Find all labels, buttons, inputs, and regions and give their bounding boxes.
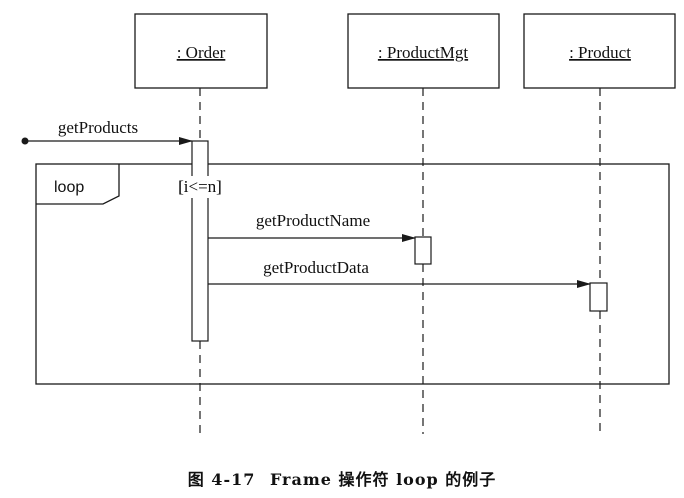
lifeline-product: : Product — [523, 13, 676, 434]
activation-bar-order — [191, 140, 209, 342]
message-label-getProductData: getProductData — [263, 258, 369, 277]
lifeline-head-product — [523, 13, 676, 89]
figure-number: 图 4-17 — [187, 470, 256, 489]
loop-operator-tab — [36, 164, 120, 205]
lifeline-productmgt: : ProductMgt — [347, 13, 500, 434]
guard-text-background — [186, 176, 214, 198]
loop-operator-label: loop — [54, 179, 84, 196]
activation-bar-productmgt — [414, 236, 432, 265]
message-getProducts: getProducts — [21, 118, 193, 145]
lifeline-order: : Order — [134, 13, 268, 434]
message-label-getProducts: getProducts — [58, 118, 138, 137]
lifeline-head-productmgt — [347, 13, 500, 89]
message-getProductData: getProductData — [208, 258, 591, 288]
lifeline-label-productmgt: : ProductMgt — [378, 43, 468, 62]
figure-caption: 图 4-17 Frame 操作符 loop 的例子 — [0, 466, 684, 490]
loop-guard-condition-overlay: [i<=n] — [178, 177, 222, 196]
figure-caption-text: Frame 操作符 loop 的例子 — [269, 470, 497, 489]
activation-bar-product — [589, 282, 608, 312]
loop-frame-border — [35, 163, 670, 385]
lifeline-head-order — [134, 13, 268, 89]
lifeline-label-product: : Product — [569, 43, 631, 62]
message-label-getProductName: getProductName — [256, 211, 370, 230]
message-getProductName: getProductName — [208, 211, 416, 242]
lifeline-label-order: : Order — [177, 43, 226, 62]
